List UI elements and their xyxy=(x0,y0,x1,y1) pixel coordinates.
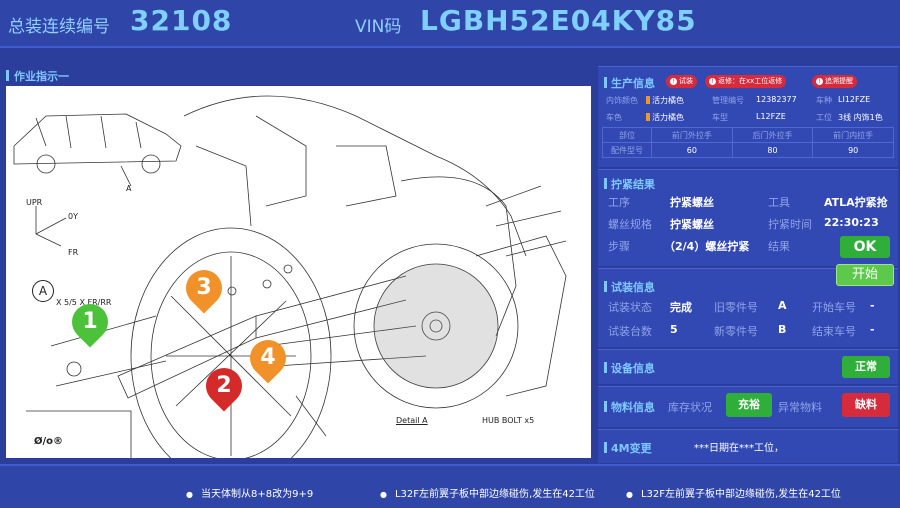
result-ok-badge: OK xyxy=(840,236,890,258)
4m-change-text: ***日期在***工位， xyxy=(694,443,784,454)
parts-header-cell: 部位 xyxy=(602,127,652,143)
abnormal-material-button[interactable]: 缺料 xyxy=(842,393,890,417)
tool-value: ATLA拧紧抢 xyxy=(824,196,888,209)
equipment-title: 设备信息 xyxy=(604,360,655,376)
parts-table: 部位 前门外拉手 后门外拉手 前门内拉手 配件型号 60 80 90 xyxy=(602,127,894,158)
trial-status-label: 试装状态 xyxy=(608,301,652,314)
mgmt-no-value: 12382377 xyxy=(756,95,797,104)
vehicle-type-label: 车种 xyxy=(816,96,832,105)
a-small-label: A xyxy=(126,184,132,193)
assembly-number-label: 总装连续编号 xyxy=(8,17,110,37)
parts-cell: 配件型号 xyxy=(602,142,652,158)
step-label: 步骤 xyxy=(608,240,630,253)
step-3-marker: 3 xyxy=(178,262,230,314)
start-button[interactable]: 开始 xyxy=(836,264,894,286)
assembly-diagram: UPR 0Y FR A A X 5/5 X FR/RR Detail A HUB… xyxy=(6,86,591,458)
assembly-number-value: 32108 xyxy=(130,4,233,37)
trial-count-value: 5 xyxy=(670,323,678,336)
equipment-section: 设备信息 正常 xyxy=(598,349,898,384)
parts-cell: 90 xyxy=(812,142,894,158)
notice-item: L32F左前翼子板中部边缘碰伤,发生在42工位 xyxy=(380,485,595,500)
repair-tag: !返修：在xx工位返修 xyxy=(705,75,787,88)
old-part-value: A xyxy=(778,299,787,312)
tool-label: 工具 xyxy=(768,196,790,209)
info-panel: 生产信息 !试装 !返修：在xx工位返修 !追溯提醒 内饰颜色 活力橘色 管理编… xyxy=(598,66,898,463)
vin-value: LGBH52E04KY85 xyxy=(420,4,697,37)
body-color-value: 活力橘色 xyxy=(646,112,684,123)
trial-count-label: 试装台数 xyxy=(608,325,652,338)
4m-change-section: 4M变更 ***日期在***工位， xyxy=(598,429,898,463)
station-value: 3线 内饰1色 xyxy=(838,113,883,122)
trial-status-value: 完成 xyxy=(670,301,692,314)
process-value: 拧紧螺丝 xyxy=(670,196,714,209)
process-label: 工序 xyxy=(608,196,630,209)
vehicle-type-value: LI12FZE xyxy=(838,95,871,104)
time-value: 22:30:23 xyxy=(824,216,879,229)
work-instruction-panel: 作业指示一 xyxy=(0,64,596,462)
detail-a-label: Detail A xyxy=(396,416,428,425)
header-bar: 总装连续编号 32108 VIN码 LGBH52E04KY85 xyxy=(0,0,900,48)
model-value: L12FZE xyxy=(756,112,786,121)
mgmt-no-label: 管理编号 xyxy=(712,96,744,105)
hub-bolt-label: HUB BOLT x5 xyxy=(482,416,535,425)
tightening-title: 拧紧结果 xyxy=(604,176,655,192)
end-car-label: 结束车号 xyxy=(812,325,856,338)
old-part-label: 旧零件号 xyxy=(714,301,758,314)
parts-cell: 80 xyxy=(731,142,814,158)
production-info-title: 生产信息 xyxy=(604,75,655,91)
oy-label: 0Y xyxy=(68,212,78,221)
diagram-drawing xyxy=(13,95,567,458)
logo-mark: Ø/o® xyxy=(34,436,64,447)
material-title: 物料信息 xyxy=(604,399,655,415)
tightening-section: 拧紧结果 工序 拧紧螺丝 工具 ATLA拧紧抢 螺丝规格 拧紧螺丝 拧紧时间 2… xyxy=(598,169,898,266)
notice-item: 当天体制从8+8改为9+9 xyxy=(186,485,313,500)
start-car-label: 开始车号 xyxy=(812,301,856,314)
new-part-label: 新零件号 xyxy=(714,325,758,338)
upr-label: UPR xyxy=(26,198,43,207)
abnormal-label: 异常物料 xyxy=(778,401,822,414)
step-1-marker: 1 xyxy=(64,296,116,348)
interior-color-label: 内饰颜色 xyxy=(606,96,638,105)
spec-label: 螺丝规格 xyxy=(608,218,652,231)
body-color-label: 车色 xyxy=(606,113,622,122)
parts-table-row: 配件型号 60 80 90 xyxy=(602,142,894,158)
step-4-marker: 4 xyxy=(242,332,294,384)
trial-title: 试装信息 xyxy=(604,279,655,295)
parts-cell: 60 xyxy=(651,142,733,158)
interior-color-value: 活力橘色 xyxy=(646,95,684,106)
x-label: X 5/5 X FR/RR xyxy=(56,298,112,307)
notice-item: L32F左前翼子板中部边缘碰伤,发生在42工位 xyxy=(626,485,841,500)
work-instruction-title: 作业指示一 xyxy=(6,68,69,84)
parts-header-cell: 前门外拉手 xyxy=(651,127,733,143)
parts-header-cell: 前门内拉手 xyxy=(812,127,894,143)
fr-label: FR xyxy=(68,248,79,257)
new-part-value: B xyxy=(778,323,787,336)
start-car-value: - xyxy=(870,299,875,312)
equipment-status-button[interactable]: 正常 xyxy=(842,356,890,378)
trace-tag: !追溯提醒 xyxy=(812,75,857,88)
station-label: 工位 xyxy=(816,113,832,122)
parts-header-cell: 后门外拉手 xyxy=(731,127,814,143)
parts-table-header: 部位 前门外拉手 后门外拉手 前门内拉手 xyxy=(602,127,894,143)
step-value: （2/4）螺丝拧紧 xyxy=(664,240,750,253)
spec-value: 拧紧螺丝 xyxy=(670,218,714,231)
notice-bar: 当天体制从8+8改为9+9 L32F左前翼子板中部边缘碰伤,发生在42工位 L3… xyxy=(0,464,900,508)
result-label: 结果 xyxy=(768,240,790,253)
step-2-marker: 2 xyxy=(198,360,250,412)
4m-change-title: 4M变更 xyxy=(604,440,652,456)
end-car-value: - xyxy=(870,323,875,336)
trial-tag: !试装 xyxy=(666,75,697,88)
production-info-section: 生产信息 !试装 !返修：在xx工位返修 !追溯提醒 内饰颜色 活力橘色 管理编… xyxy=(598,66,898,167)
stock-label: 库存状况 xyxy=(668,401,712,414)
time-label: 拧紧时间 xyxy=(768,218,812,231)
material-section: 物料信息 库存状况 充裕 异常物料 缺料 xyxy=(598,386,898,427)
stock-status-button[interactable]: 充裕 xyxy=(726,393,772,417)
vin-label: VIN码 xyxy=(355,17,402,37)
model-label: 车型 xyxy=(712,113,728,122)
circle-a-marker: A xyxy=(32,280,54,302)
